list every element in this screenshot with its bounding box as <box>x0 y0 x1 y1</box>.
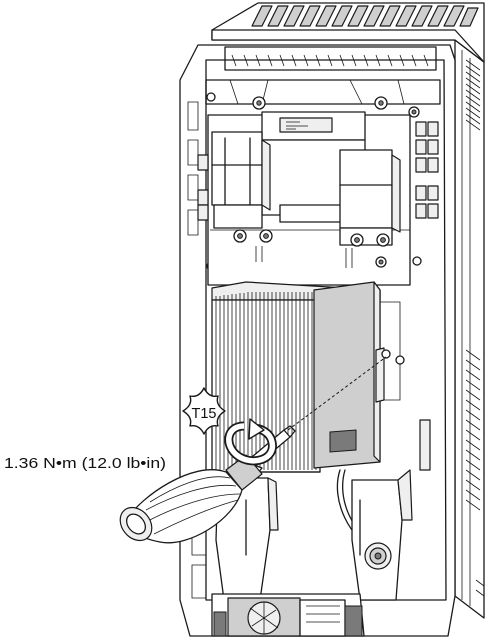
capacitor-bracket <box>261 111 366 223</box>
rotation-arrow-icon <box>224 418 277 466</box>
frame-vent-slots <box>197 121 439 471</box>
heatsink-fins <box>215 292 317 470</box>
torque-spec-label: 1.36 N•m (12.0 lb•in) <box>4 456 166 472</box>
inductor-left <box>211 131 271 229</box>
ground-screw <box>364 542 392 570</box>
torx-bit-star-icon: T15 <box>182 387 226 435</box>
top-comb-terminals <box>224 46 437 71</box>
fastener-direction-line <box>287 356 387 431</box>
drive-top-cover <box>211 2 485 63</box>
inductor-right <box>339 149 401 246</box>
top-vent-grille <box>251 5 479 27</box>
tool-bit-label: T15 <box>192 406 217 422</box>
drive-side-panel <box>454 39 485 619</box>
side-vent-lower <box>465 349 481 511</box>
cooling-fan <box>211 593 365 637</box>
control-board <box>313 281 405 469</box>
side-vent-upper <box>465 59 481 131</box>
terminal-screws <box>233 229 390 268</box>
